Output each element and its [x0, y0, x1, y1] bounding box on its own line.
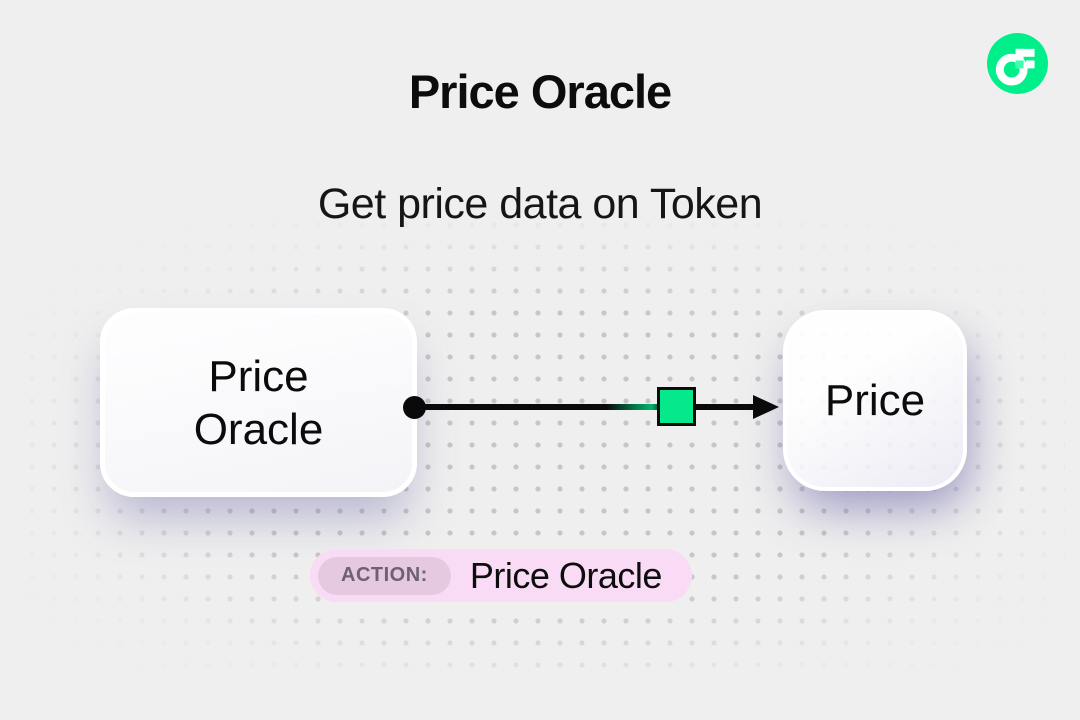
node-label-line: Oracle	[193, 404, 324, 454]
connector-arrowhead-icon	[753, 395, 779, 419]
node-price-label: Price	[824, 375, 926, 425]
node-price: Price	[783, 310, 967, 491]
action-badge: ACTION: Price Oracle	[310, 549, 692, 602]
node-label-line: Price	[208, 351, 309, 401]
action-badge-value: Price Oracle	[469, 554, 663, 596]
connector-start-dot	[403, 396, 426, 419]
node-price-oracle-label: Price Oracle	[194, 350, 324, 456]
flow-logo-icon	[987, 33, 1048, 94]
page-title: Price Oracle	[408, 65, 672, 118]
connector-square-marker	[657, 387, 696, 426]
connector-line	[414, 404, 758, 410]
action-badge-label: ACTION:	[318, 556, 451, 595]
node-price-oracle: Price Oracle	[100, 308, 417, 497]
page-subtitle: Get price data on Token	[317, 180, 763, 228]
